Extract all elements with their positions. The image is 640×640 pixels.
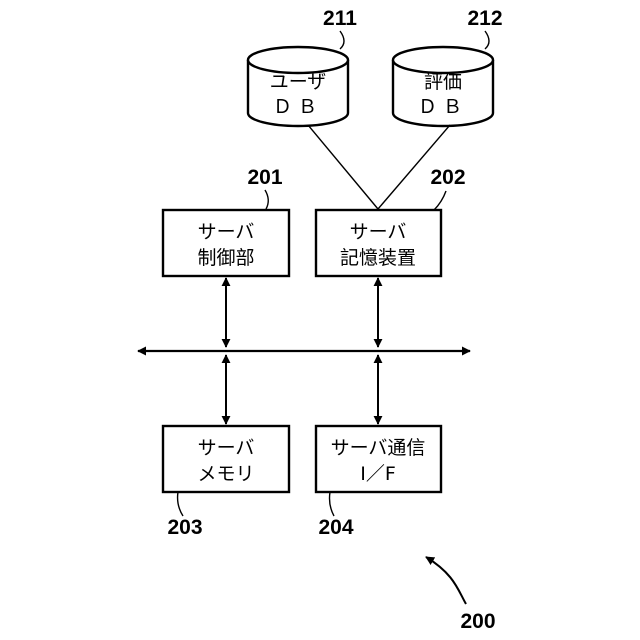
- comm-if-block-label-line2: I／F: [360, 463, 396, 485]
- figure-pointer-arrow: [426, 557, 466, 604]
- memory-block-label-line2: メモリ: [197, 463, 254, 485]
- user-db-leader-line: [340, 31, 344, 49]
- control-block-label-line2: 制御部: [197, 247, 254, 269]
- user-db-label-line2: ＤＢ: [273, 96, 323, 118]
- control-block-leader-line: [265, 190, 268, 209]
- user-db-cylinder: ユーザ ＤＢ: [248, 47, 348, 126]
- evaluation-db-cylinder: 評価 ＤＢ: [393, 47, 493, 126]
- evaluation-db-leader-line: [485, 31, 489, 49]
- control-block-label-line1: サーバ: [198, 221, 255, 243]
- storage-block-leader-line: [434, 191, 446, 210]
- comm-if-block-ref-number: 204: [318, 516, 353, 539]
- memory-block-leader-line: [178, 492, 183, 516]
- evaluation-db-ref-number: 212: [467, 7, 502, 30]
- user-db-label-line1: ユーザ: [270, 71, 327, 93]
- storage-block-label-line2: 記憶装置: [340, 247, 416, 269]
- storage-block-label-line1: サーバ: [350, 221, 407, 243]
- comm-if-block-leader-line: [330, 492, 335, 516]
- server-control-unit-block: サーバ 制御部: [163, 210, 289, 276]
- storage-block-ref-number: 202: [430, 166, 465, 189]
- user-db-connection-line: [308, 125, 378, 209]
- evaluation-db-label-line1: 評価: [424, 71, 462, 93]
- server-communication-if-block: サーバ通信 I／F: [316, 426, 441, 492]
- memory-block-ref-number: 203: [167, 516, 202, 539]
- server-storage-device-block: サーバ 記憶装置: [316, 210, 441, 276]
- control-block-ref-number: 201: [247, 166, 282, 189]
- comm-if-block-label-line1: サーバ通信: [331, 437, 426, 459]
- figure-ref-number: 200: [460, 610, 495, 633]
- evaluation-db-label-line2: ＤＢ: [418, 96, 468, 118]
- server-memory-block: サーバ メモリ: [163, 426, 289, 492]
- user-db-ref-number: 211: [323, 7, 357, 30]
- memory-block-label-line1: サーバ: [198, 437, 255, 459]
